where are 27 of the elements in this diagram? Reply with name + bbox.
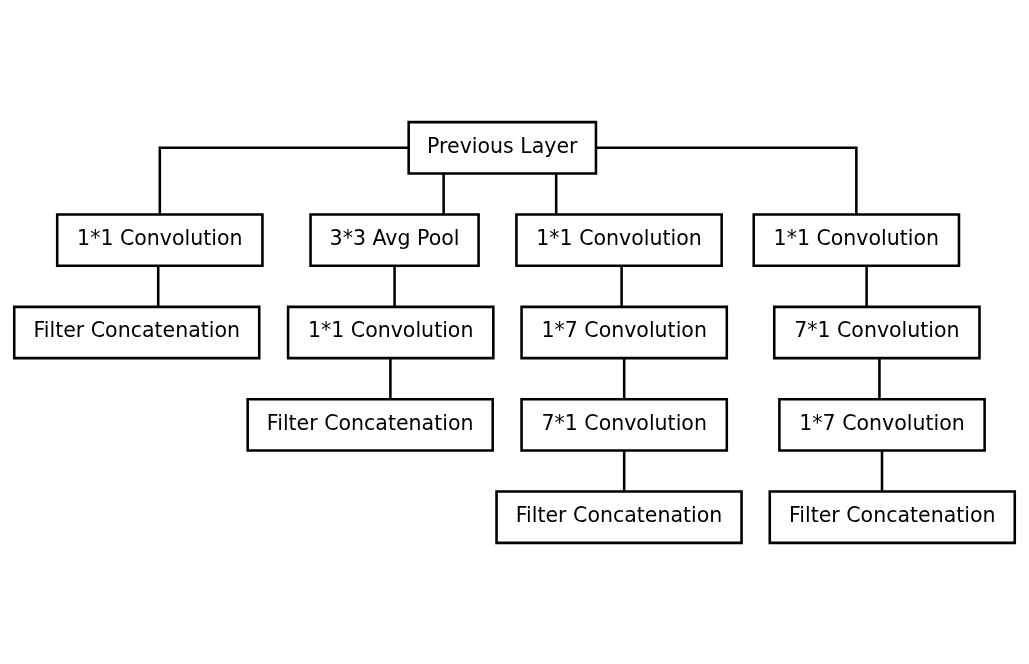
- connector: [622, 450, 626, 491]
- connector: [554, 173, 558, 214]
- node-box: Previous Layer: [407, 120, 598, 175]
- connector: [878, 357, 881, 399]
- node-box: 1*1 Convolution: [752, 212, 961, 267]
- connector: [865, 265, 868, 307]
- node-box: Filter Concatenation: [12, 305, 261, 359]
- connector: [158, 146, 409, 214]
- node-box: 1*1 Convolution: [286, 305, 495, 359]
- node-box: 1*7 Convolution: [778, 397, 986, 452]
- node-box: Filter Concatenation: [768, 489, 1017, 544]
- node-box: 1*7 Convolution: [520, 305, 729, 359]
- node-box: 7*1 Convolution: [772, 305, 981, 359]
- connector: [596, 146, 858, 214]
- connector: [156, 265, 160, 307]
- connector: [393, 265, 396, 307]
- node-box: 1*1 Convolution: [55, 212, 264, 267]
- connector: [442, 173, 445, 214]
- connector: [622, 357, 626, 399]
- node-box: Filter Concatenation: [246, 397, 494, 452]
- node-box: 7*1 Convolution: [520, 397, 729, 452]
- connector: [620, 265, 623, 307]
- node-box: 3*3 Avg Pool: [309, 212, 480, 267]
- node-box: Filter Concatenation: [495, 489, 743, 544]
- connector: [389, 357, 392, 399]
- node-box: 1*1 Convolution: [515, 212, 723, 267]
- connector: [880, 450, 884, 491]
